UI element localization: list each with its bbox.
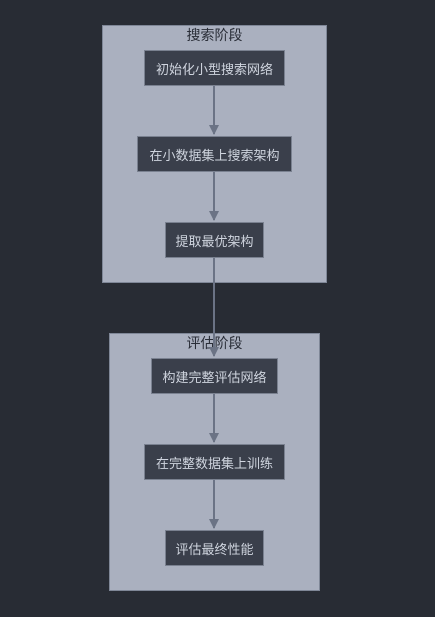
cluster-search-phase-title: 搜索阶段	[186, 28, 243, 44]
node-evaluate-final-performance[interactable]: 评估最终性能	[165, 530, 264, 566]
node-extract-best-architecture[interactable]: 提取最优架构	[165, 222, 264, 258]
node-search-architecture-small-dataset[interactable]: 在小数据集上搜索架构	[137, 136, 292, 172]
node-train-full-dataset[interactable]: 在完整数据集上训练	[144, 444, 285, 480]
node-init-small-search-network[interactable]: 初始化小型搜索网络	[144, 50, 285, 86]
cluster-eval-phase-title: 评估阶段	[186, 336, 243, 352]
node-build-full-eval-network[interactable]: 构建完整评估网络	[151, 358, 278, 394]
